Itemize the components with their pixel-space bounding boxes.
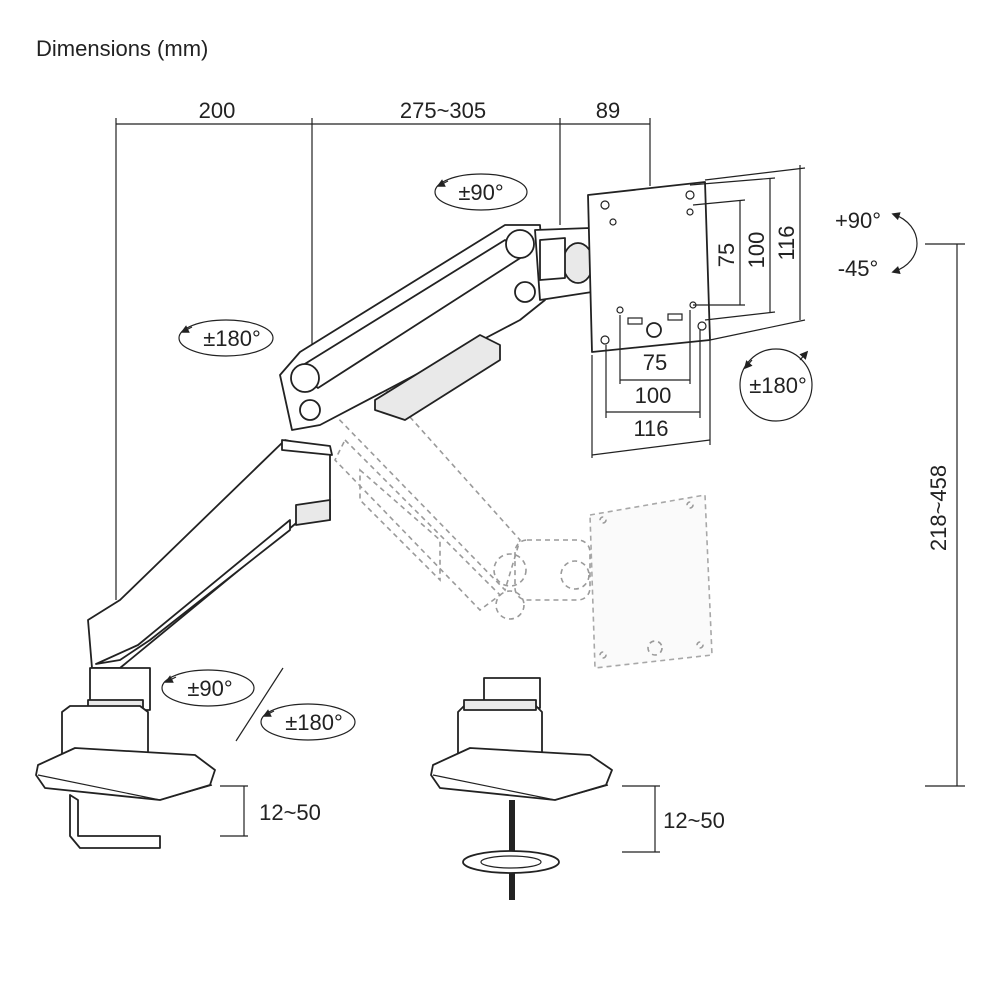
vesa-horizontal-116: 116 [633,416,668,441]
vesa-vertical-dimensions [689,165,806,341]
rotation-swivel-mid [178,319,274,357]
rotation-label-swivel-mid: ±180° [203,326,261,351]
rotation-label-tilt-down: -45° [838,256,879,281]
rotation-label-base-swivel: ±90° [187,676,232,701]
vesa-horizontal-dimensions [591,310,711,458]
clamp-range-label: 12~50 [259,800,321,825]
grommet-range-label: 12~50 [663,808,725,833]
rotation-label-base-rotate: ±180° [285,710,343,735]
vesa-vertical-100: 100 [744,232,769,269]
page-title: Dimensions (mm) [36,36,208,61]
height-dimension [925,243,965,787]
vesa-plate [587,181,711,353]
clamp-base [35,667,216,849]
rotation-tilt-top [434,173,528,211]
dimension-label-reach: 275~305 [400,98,486,123]
height-range-label: 218~458 [926,465,951,551]
dimension-label-200: 200 [199,98,236,123]
lower-arm [87,439,333,669]
grommet-base [430,677,613,900]
rotation-label-plate: ±180° [749,373,807,398]
upper-arm [279,224,594,431]
rotation-plate [739,348,813,422]
rotation-base-swivel [161,669,255,707]
ghost-arm-lowered [329,348,713,669]
vesa-horizontal-75: 75 [643,350,667,375]
vesa-vertical-75: 75 [714,243,739,267]
top-dimension-lines [115,118,651,600]
clamp-range-dimension [220,785,248,837]
rotation-label-tilt-top: ±90° [458,180,503,205]
dimension-label-89: 89 [596,98,620,123]
rotation-tilt-vertical [891,212,918,274]
grommet-range-dimension [622,785,660,853]
rotation-label-tilt-up: +90° [835,208,881,233]
rotation-base-rotate [235,667,356,742]
vesa-vertical-116: 116 [774,225,799,260]
vesa-horizontal-100: 100 [635,383,672,408]
